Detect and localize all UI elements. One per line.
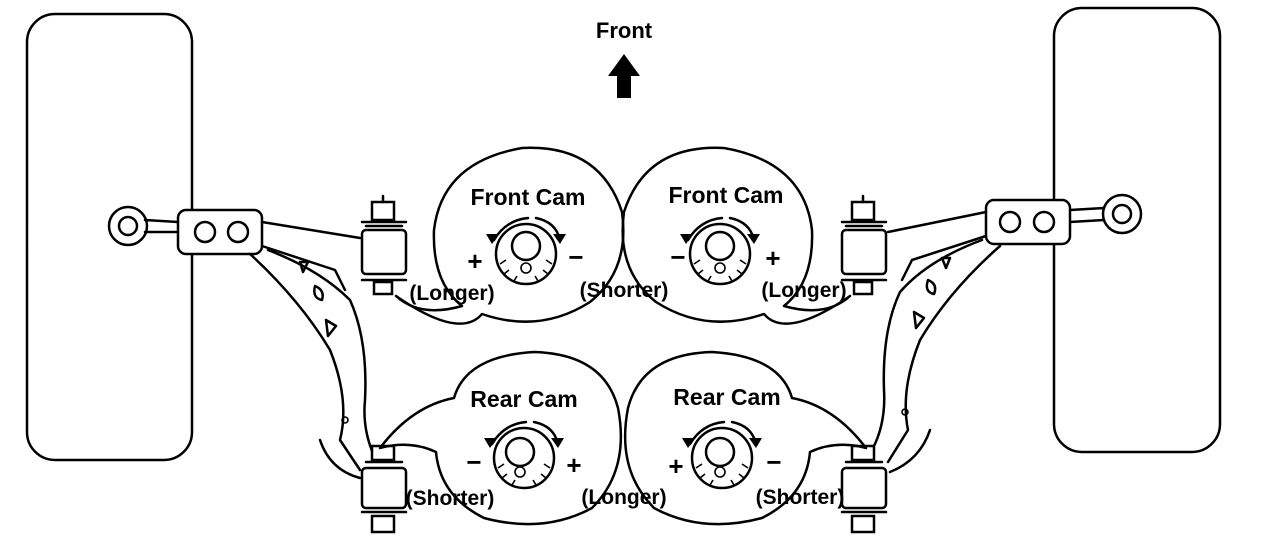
front-left-cam-shorter-note: (Shorter) bbox=[580, 279, 669, 302]
front-left-cam-longer-note: (Longer) bbox=[409, 282, 494, 305]
rear-right-cam-dial bbox=[682, 420, 762, 490]
left-rear-cam-bolt bbox=[360, 444, 408, 534]
rear-left-cam-longer-note: (Longer) bbox=[581, 486, 666, 509]
rear-right-cam-shorter-note: (Shorter) bbox=[756, 486, 845, 509]
front-right-cam-minus-sign: − bbox=[670, 242, 685, 272]
callout-front-right bbox=[621, 146, 852, 325]
left-wheel bbox=[25, 12, 194, 462]
left-front-cam-bolt bbox=[360, 194, 408, 296]
callout-front-left bbox=[394, 146, 625, 325]
front-left-cam-dial bbox=[486, 216, 566, 286]
rear-left-cam-plus-sign: + bbox=[566, 450, 581, 480]
left-control-arm bbox=[107, 205, 377, 480]
rear-right-cam-title: Rear Cam bbox=[673, 384, 780, 410]
rear-right-cam-minus-sign: − bbox=[766, 447, 781, 477]
front-right-cam-dial bbox=[680, 216, 760, 286]
front-left-cam-minus-sign: − bbox=[568, 242, 583, 272]
rear-left-cam-shorter-note: (Shorter) bbox=[406, 487, 495, 510]
rear-left-cam-title: Rear Cam bbox=[470, 386, 577, 412]
front-right-cam-title: Front Cam bbox=[669, 182, 784, 208]
front-left-cam-plus-sign: + bbox=[467, 246, 482, 276]
callout-rear-right bbox=[623, 350, 868, 526]
front-direction-label: Front bbox=[596, 18, 653, 43]
callout-rear-left bbox=[378, 350, 623, 526]
rear-right-cam-plus-sign: + bbox=[668, 451, 683, 481]
right-rear-cam-bolt bbox=[840, 444, 888, 534]
right-control-arm bbox=[870, 193, 1143, 474]
front-left-cam-title: Front Cam bbox=[471, 184, 586, 210]
rear-left-cam-minus-sign: − bbox=[466, 447, 481, 477]
rear-left-cam-dial bbox=[484, 420, 564, 490]
front-right-cam-plus-sign: + bbox=[765, 243, 780, 273]
right-front-cam-bolt bbox=[840, 194, 888, 296]
up-arrow-icon bbox=[608, 54, 640, 98]
front-right-cam-longer-note: (Longer) bbox=[761, 279, 846, 302]
right-wheel bbox=[1052, 6, 1222, 454]
